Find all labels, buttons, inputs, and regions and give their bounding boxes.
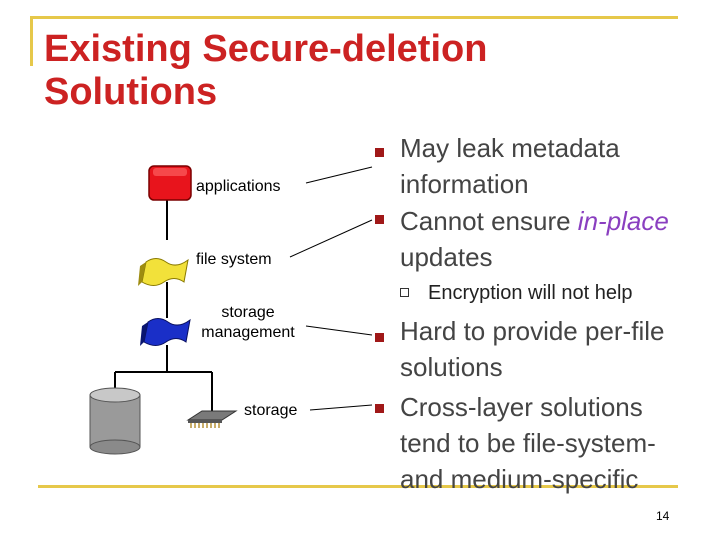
connector-line [305, 166, 373, 184]
sub-bullet-encryption: Encryption will not help [428, 282, 633, 304]
slide-title: Existing Secure-deletion Solutions [44, 28, 488, 113]
disk-cylinder-icon [89, 387, 141, 455]
layer-label-applications: applications [196, 178, 281, 195]
bullet-metadata: May leak metadata information [400, 133, 620, 199]
connector-line [305, 325, 373, 336]
connector-line [289, 219, 373, 258]
top-rule [30, 16, 678, 19]
storage-management-icon [140, 318, 191, 346]
bullet-in-place-pre: Cannot ensure [400, 206, 578, 236]
layer-label-file-system: file system [196, 251, 272, 268]
bullet-per-file: Hard to provide per-file solutions [400, 316, 665, 382]
bottom-rule [38, 485, 678, 488]
file-system-icon [138, 258, 189, 286]
left-rule [30, 16, 33, 66]
sub-bullet-marker [400, 288, 409, 297]
layer-label-storage: storage [244, 402, 298, 419]
bullet-in-place: Cannot ensure in-place updates [400, 203, 700, 275]
bullet-in-place-post: updates [400, 242, 493, 272]
page-number: 14 [656, 509, 670, 523]
bullet-marker [375, 333, 384, 342]
connector-line [309, 404, 373, 411]
bullet-marker [375, 215, 384, 224]
bullet-cross-layer: Cross-layer solutions tend to be file-sy… [400, 392, 656, 494]
bullet-marker [375, 404, 384, 413]
storage-chip-icon [186, 410, 238, 428]
bullet-in-place-accent: in-place [577, 206, 669, 236]
layer-label-storage-management: storage management [201, 304, 295, 341]
application-block-icon [148, 165, 192, 201]
bullet-marker [375, 148, 384, 157]
